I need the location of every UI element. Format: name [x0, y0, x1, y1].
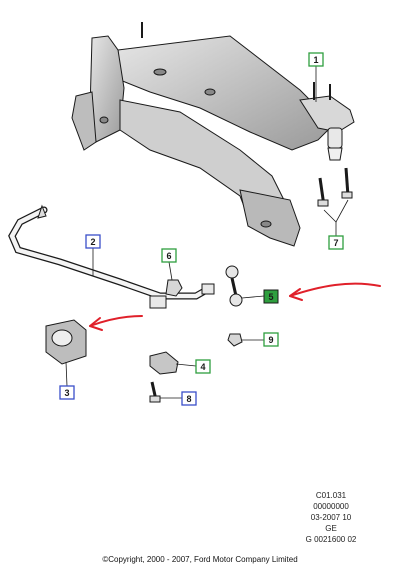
red-annotation-arrows [89, 282, 381, 331]
callout-3-label: 3 [64, 388, 69, 398]
callout-7: 7 [328, 235, 344, 250]
callout-1: 1 [308, 52, 324, 67]
reference-number: 00000000 [313, 502, 349, 511]
callout-1-label: 1 [313, 55, 318, 65]
bracket-illustration [149, 351, 179, 375]
callout-9: 9 [263, 332, 279, 347]
stabilizer-link-illustration [225, 265, 243, 307]
reference-block: C01.031 00000000 03-2007 10 GE G 0021600… [296, 490, 366, 545]
callout-5-label: 5 [268, 292, 273, 302]
callout-4-label: 4 [200, 362, 205, 372]
callout-9-label: 9 [268, 335, 273, 345]
bolts-illustration [317, 167, 353, 207]
subframe-illustration [71, 22, 355, 247]
reference-date: 03-2007 10 [310, 513, 352, 522]
bracket-bolt-illustration [149, 381, 161, 403]
nut-illustration [165, 279, 183, 297]
callout-5: 5 [263, 289, 279, 304]
reference-id: G 0021600 02 [305, 535, 357, 544]
bushing-illustration [45, 319, 87, 365]
callout-8-label: 8 [186, 394, 191, 404]
callout-4: 4 [195, 359, 211, 374]
red-arrow-to-bushing [89, 315, 143, 327]
callout-6: 6 [161, 248, 177, 263]
stabilizer-bar-illustration [8, 204, 215, 309]
reference-code: C01.031 [315, 491, 347, 500]
callout-7-label: 7 [333, 238, 338, 248]
callout-3: 3 [59, 385, 75, 400]
copyright-notice: ©Copyright, 2000 - 2007, Ford Motor Comp… [102, 555, 298, 564]
reference-region: GE [325, 524, 337, 533]
leader-lines [65, 66, 349, 399]
callout-2: 2 [85, 234, 101, 249]
lower-nut-illustration [227, 333, 243, 347]
red-arrow-to-link [289, 282, 381, 297]
callout-2-label: 2 [90, 237, 95, 247]
callout-6-label: 6 [166, 251, 171, 261]
callout-8: 8 [181, 391, 197, 406]
